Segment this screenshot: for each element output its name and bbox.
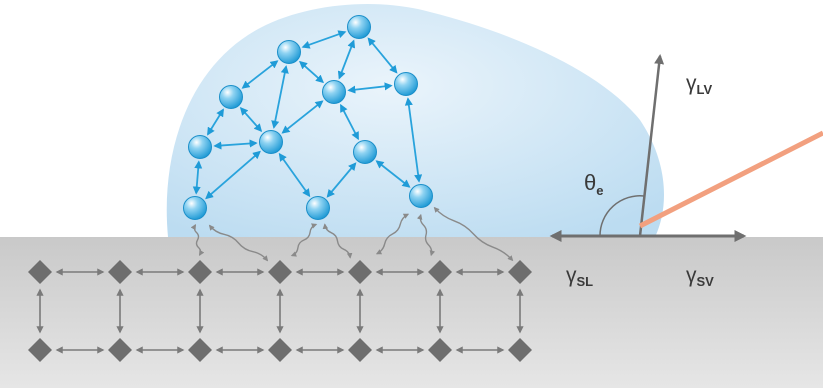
liquid-molecule (306, 196, 330, 220)
substrate-atom-diamond (28, 338, 52, 362)
gamma-lv-vector (638, 54, 665, 237)
liquid-bond-arrow (326, 162, 357, 198)
substrate-atom-diamond (188, 260, 212, 284)
substrate-atom-diamond (28, 260, 52, 284)
interaction-wavy-arrow (290, 223, 318, 257)
substrate-atom-diamond (108, 260, 132, 284)
liquid-bond-arrow (340, 103, 359, 141)
gamma-sl-label: γSL (566, 264, 593, 289)
gamma-sv-label: γSV (686, 264, 714, 289)
liquid-molecule (219, 85, 243, 109)
liquid-molecule (183, 196, 207, 220)
substrate-atom-diamond (268, 260, 292, 284)
liquid-bond-arrow (404, 97, 423, 183)
liquid-bond-arrow (301, 30, 347, 49)
liquid-molecule (188, 135, 212, 159)
contact-angle-arc (599, 195, 645, 237)
liquid-bond-arrow (367, 37, 398, 74)
liquid-molecule (259, 130, 283, 154)
interaction-wavy-arrow (416, 213, 436, 257)
interaction-wavy-arrow (375, 213, 410, 255)
interaction-wavy-arrow (433, 206, 514, 262)
liquid-molecule (353, 140, 377, 164)
substrate-atom-diamond (348, 260, 372, 284)
interaction-wavy-arrow (208, 224, 269, 262)
interaction-wavy-arrow (190, 224, 205, 256)
liquid-bond-arrow (271, 65, 289, 129)
liquid-bond-arrow (213, 139, 258, 150)
theta-e-label: θe (584, 170, 603, 198)
liquid-bond-arrow (347, 82, 393, 94)
substrate-atom-diamond (428, 338, 452, 362)
liquid-bond-arrow (205, 150, 261, 200)
liquid-molecule (394, 72, 418, 96)
substrate-atom-diamond (508, 338, 532, 362)
liquid-molecules (183, 15, 433, 220)
liquid-bond-arrow (207, 108, 224, 136)
substrate-atom-diamond (268, 338, 292, 362)
gamma-lv-label: γLV (686, 72, 712, 97)
liquid-molecule (277, 40, 301, 64)
liquid-bond-arrow (375, 160, 411, 188)
solid-substrate (0, 237, 823, 388)
substrate-atom-diamond (348, 338, 372, 362)
liquid-bond-arrow (278, 152, 311, 198)
substrate-atom-diamond (428, 260, 452, 284)
substrate-atom-diamond (108, 338, 132, 362)
substrate-atom-diamond (508, 260, 532, 284)
liquid-bond-arrow (192, 160, 203, 195)
liquid-bond-arrow (337, 39, 356, 80)
interaction-wavy-arrow (322, 223, 353, 259)
liquid-bond-arrow (281, 100, 324, 134)
substrate-atom-diamond (188, 338, 212, 362)
substrate-atoms (28, 260, 532, 362)
liquid-molecule (409, 184, 433, 208)
contact-tangent-line (638, 130, 823, 229)
liquid-bond-arrow (239, 107, 263, 132)
solid-liquid-interactions (190, 206, 514, 262)
liquid-bond-arrow (299, 60, 324, 84)
substrate-bond-arrows (36, 268, 524, 354)
liquid-bond-arrows (192, 30, 423, 200)
liquid-molecule (347, 15, 371, 39)
liquid-molecule (322, 80, 346, 104)
